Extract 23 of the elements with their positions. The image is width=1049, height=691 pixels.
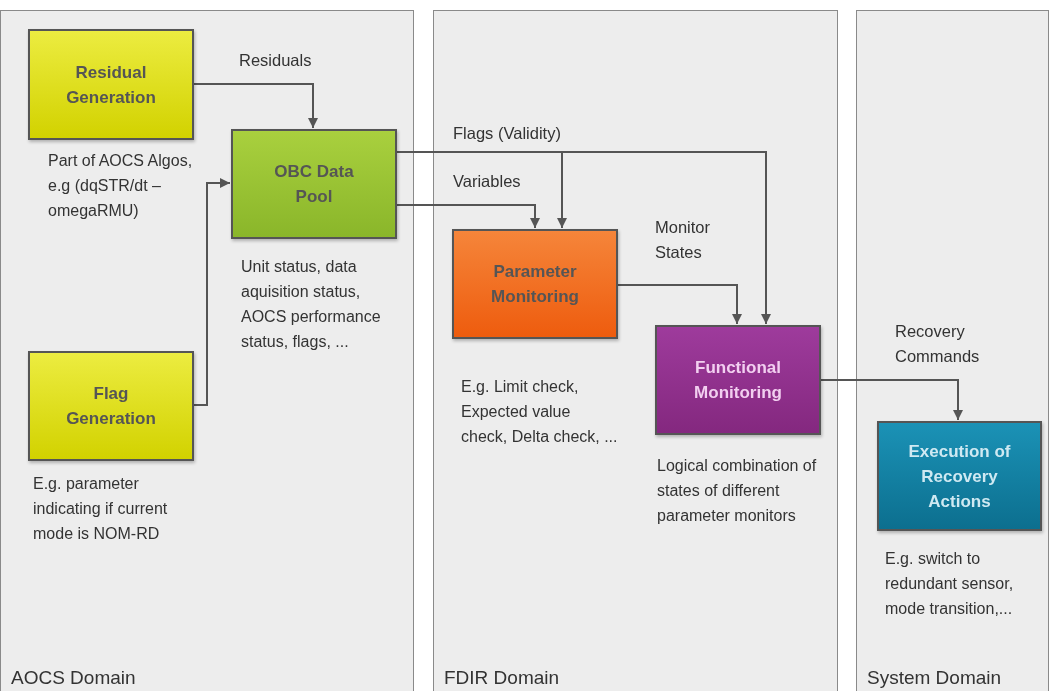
- process-box: Parameter Monitoring: [452, 229, 618, 339]
- panel-heading: FDIR Domain: [444, 667, 560, 689]
- annotation-text: E.g. parameter indicating if current mode is NOM-RD: [33, 474, 169, 544]
- annotation-text: Part of AOCS Algos, e.g (dqSTR/dt – omegaRMU): [48, 151, 194, 221]
- panel-heading: System Domain: [867, 667, 1002, 689]
- domain-panel: [0, 10, 414, 691]
- arrow: [192, 178, 231, 406]
- process-box: Residual Generation: [28, 29, 194, 140]
- domain-panel: [856, 10, 1049, 691]
- process-box: Flag Generation: [28, 351, 194, 461]
- annotation-text: E.g. Limit check, Expected value check, Delta check, ...: [461, 377, 619, 447]
- arrow: [616, 284, 742, 325]
- arrow: [819, 379, 963, 421]
- panel-heading: AOCS Domain: [11, 667, 136, 689]
- arrow: [192, 83, 318, 129]
- process-box: OBC Data Pool: [231, 129, 397, 239]
- process-box: Functional Monitoring: [655, 325, 821, 435]
- annotation-text: Unit status, data aquisition status, AOCS performance status, flags, ...: [241, 257, 382, 352]
- annotation-text: E.g. switch to redundant sensor, mode transition,...: [885, 549, 1015, 619]
- process-box: Execution of Recovery Actions: [877, 421, 1042, 531]
- annotation-text: Logical combination of states of different parameter monitors: [657, 456, 818, 526]
- arrow: [395, 204, 540, 229]
- domain-panel: [433, 10, 838, 691]
